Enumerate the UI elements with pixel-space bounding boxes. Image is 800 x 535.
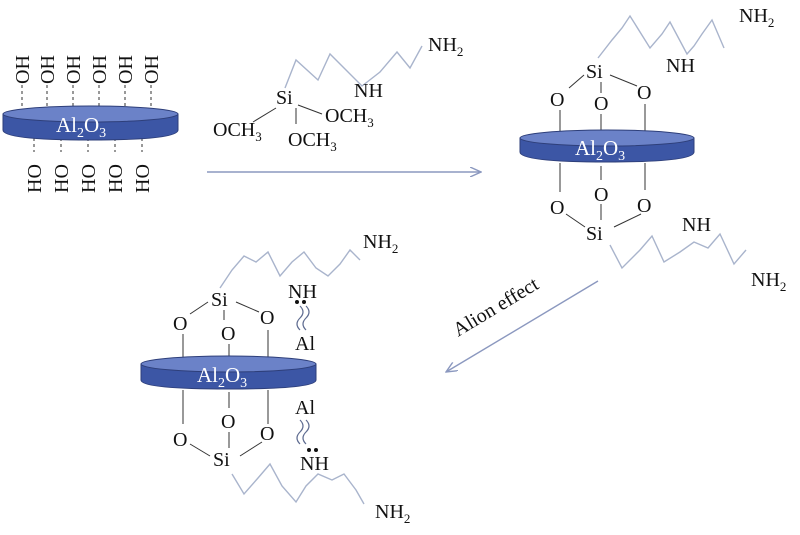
coordinated-top-amine-terminal: NH2 [363, 231, 398, 256]
coordinated-top-oxygen-right: O [260, 307, 274, 329]
grafted-bottom-amine-terminal: NH2 [751, 269, 786, 294]
hydroxyl-top-5: OH [115, 55, 137, 84]
hydroxyl-bottom-4: HO [105, 164, 127, 193]
lone-pair-dot [307, 448, 311, 452]
reaction-arrow-diagonal [446, 280, 599, 372]
silane-carbon-chain [284, 45, 423, 89]
panel-alion-effect: NH2 NH Si O O O Al Al2O3 O O O [140, 231, 410, 526]
alumina-plate-3: Al2O3 [140, 355, 317, 391]
grafted-top-amine-terminal: NH2 [739, 5, 774, 30]
alumina-plate-2: Al2O3 [519, 129, 695, 164]
grafted-top-oxygen-left: O [550, 89, 564, 111]
hydroxyl-top-3: OH [63, 55, 85, 84]
coordinated-top-amine: NH [288, 281, 317, 303]
silane-amine-terminal: NH2 [428, 34, 463, 59]
grafted-top-oxygen-right: O [637, 82, 651, 104]
coordinated-bottom-si: Si [213, 449, 230, 471]
hydroxyl-bottom-2: HO [51, 164, 73, 193]
lone-pair-dot [302, 300, 306, 304]
grafted-top-oxygen-middle: O [594, 93, 608, 115]
alumina-label-1: Al2O3 [56, 113, 106, 141]
hydroxyl-top-2: OH [37, 55, 59, 84]
coordinated-bottom-oxygen-middle: O [221, 411, 235, 433]
silane-amine: NH [354, 80, 383, 102]
grafted-bottom-oxygen-right: O [637, 195, 651, 217]
alumina-label-2: Al2O3 [575, 136, 625, 164]
alumina-plate-1: Al2O3 [2, 105, 179, 141]
aluminum-ion-top: Al [295, 333, 315, 355]
grafted-bottom-si: Si [586, 223, 603, 245]
coordinated-bottom-oxygen-left: O [173, 429, 187, 451]
methoxy-2: OCH3 [213, 119, 262, 144]
methoxy-1: OCH3 [325, 105, 374, 130]
silane-molecule: NH2 NH Si OCH3 OCH3 OCH3 [213, 34, 463, 154]
grafted-bottom-amine: NH [682, 214, 711, 236]
grafted-bottom-oxygen-middle: O [594, 184, 608, 206]
grafted-top-si: Si [586, 61, 603, 83]
grafted-chain-top [597, 14, 725, 59]
hydroxyl-bottom-1: HO [24, 164, 46, 193]
coordination-bond-bottom [296, 419, 304, 445]
coordinated-chain-bottom [231, 462, 365, 505]
coordinated-top-oxygen-middle: O [221, 323, 235, 345]
panel-grafted-silane: NH2 NH Si O O O Al2O3 O O O Si NH NH2 [519, 5, 786, 294]
methoxy-3: OCH3 [288, 129, 337, 154]
coordinated-bottom-amine-terminal: NH2 [375, 501, 410, 526]
coordinated-top-si: Si [211, 289, 228, 311]
alion-effect-label: Alion effect [449, 273, 543, 341]
coordinated-bottom-amine: NH [300, 453, 329, 475]
lone-pair-dot [314, 448, 318, 452]
grafted-top-amine: NH [666, 55, 695, 77]
silane-si: Si [276, 87, 293, 109]
hydroxyl-bottom-3: HO [78, 164, 100, 193]
panel-hydroxylated-alumina: OH OH OH OH OH OH Al2O3 HO HO HO HO HO [2, 55, 179, 193]
grafted-bottom-oxygen-left: O [550, 197, 564, 219]
hydroxyl-top-4: OH [89, 55, 111, 84]
grafted-chain-bottom [609, 232, 747, 270]
hydroxyl-bottom-5: HO [132, 164, 154, 193]
coordinated-bottom-oxygen-right: O [260, 423, 274, 445]
aluminum-ion-bottom: Al [295, 397, 315, 419]
coordination-bond-top [296, 305, 304, 331]
hydroxyl-top-6: OH [141, 55, 163, 84]
alumina-label-3: Al2O3 [197, 363, 247, 391]
coordinated-chain-top [219, 248, 361, 289]
coordinated-top-oxygen-left: O [173, 313, 187, 335]
hydroxyl-top-1: OH [12, 55, 34, 84]
lone-pair-dot [295, 300, 299, 304]
